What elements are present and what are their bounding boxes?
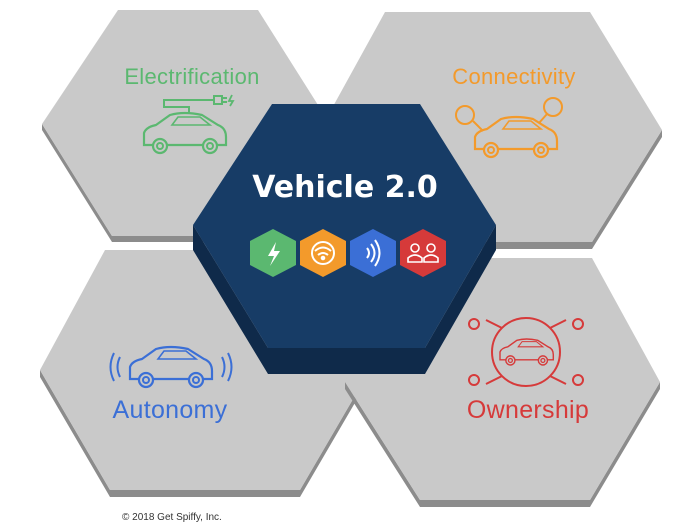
people-icon — [407, 243, 439, 263]
wifi-icon — [311, 241, 335, 265]
badge-connectivity — [300, 229, 346, 277]
shared-ownership-icon — [468, 317, 584, 387]
center-title: Vehicle 2.0 — [252, 170, 438, 205]
electric-car-icon — [142, 94, 235, 155]
signal-waves-icon — [366, 239, 381, 267]
badge-autonomy — [350, 229, 396, 277]
tile-label-ownership: Ownership — [466, 396, 590, 424]
autonomous-car-icon — [109, 345, 233, 389]
badge-electrification — [250, 229, 296, 277]
badge-ownership — [400, 229, 446, 277]
tile-label-connectivity: Connectivity — [452, 64, 576, 89]
copyright-text: © 2018 Get Spiffy, Inc. — [122, 512, 222, 523]
tile-label-electrification: Electrification — [124, 64, 260, 89]
connected-car-icon — [455, 97, 563, 159]
center-hexagon — [193, 104, 496, 374]
lightning-icon — [268, 242, 280, 266]
tile-label-autonomy: Autonomy — [112, 396, 228, 424]
